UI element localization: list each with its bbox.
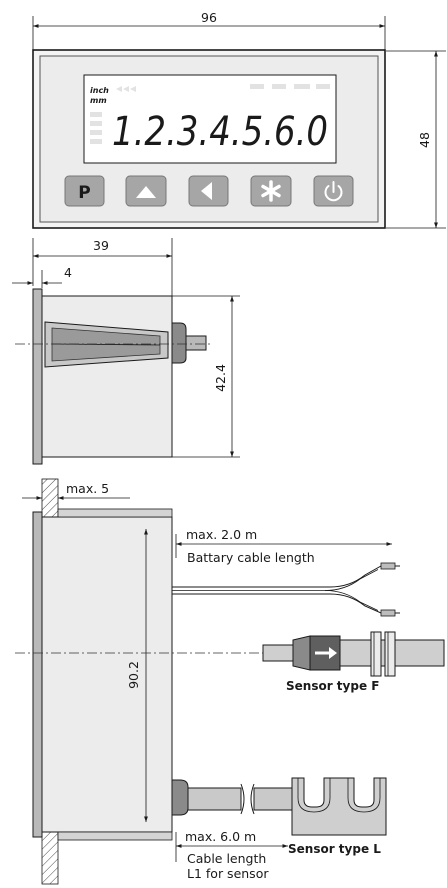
side-connector [171, 322, 187, 364]
power-icon [324, 181, 343, 202]
front-height-label: 48 [417, 132, 432, 148]
sensor-cable-label-1: Cable length [187, 851, 266, 866]
key-up[interactable] [125, 175, 167, 207]
side-depth-label: 39 [93, 238, 109, 253]
left-arrow-icon [201, 182, 212, 200]
battery-cable [172, 562, 400, 617]
panel-wall-top [41, 478, 59, 519]
display-digits: 1.2.3.4.5.6.0 [112, 109, 328, 155]
panel-wall-bottom [41, 830, 59, 885]
battery-max-label: max. 2.0 m [186, 527, 257, 542]
install-flange [32, 511, 43, 838]
key-asterisk[interactable] [250, 175, 292, 207]
asterisk-icon [261, 180, 281, 202]
sensor-cable-gland [171, 779, 189, 816]
install-height-label: 90.2 [126, 661, 141, 689]
battery-cable-label: Battary cable length [187, 550, 315, 565]
key-power[interactable] [313, 175, 354, 207]
sensor-cable-label-2: L1 for sensor [187, 866, 269, 881]
sensor-cable [187, 787, 242, 811]
wall-thickness-label: max. 5 [66, 481, 109, 496]
p-key-icon: P [78, 183, 90, 203]
side-housing [41, 295, 173, 458]
front-view: 96 48 inch mm 1.2.3.4.5.6.0 [32, 10, 446, 229]
install-view: max. 5 90.2 max. 2.0 m Battary cable len… [15, 478, 445, 885]
sensor-f-label: Sensor type F [286, 679, 379, 693]
side-flange [32, 288, 43, 465]
key-p[interactable]: P [64, 175, 105, 207]
up-arrow-icon [136, 186, 156, 198]
front-width-label: 96 [201, 10, 217, 25]
sensor-f [262, 631, 445, 677]
sensor-l-label: Sensor type L [288, 842, 381, 856]
sensor-l [291, 777, 387, 836]
unit-mm: mm [90, 96, 107, 105]
side-view: 39 4 42.4 [12, 238, 240, 465]
side-flange-label: 4 [64, 265, 72, 280]
sensor-max-label: max. 6.0 m [185, 829, 256, 844]
unit-inch: inch [90, 86, 109, 95]
side-height-label: 42.4 [213, 364, 228, 392]
key-left[interactable] [188, 175, 229, 207]
install-housing [41, 516, 173, 833]
indicator-segments [90, 84, 330, 144]
